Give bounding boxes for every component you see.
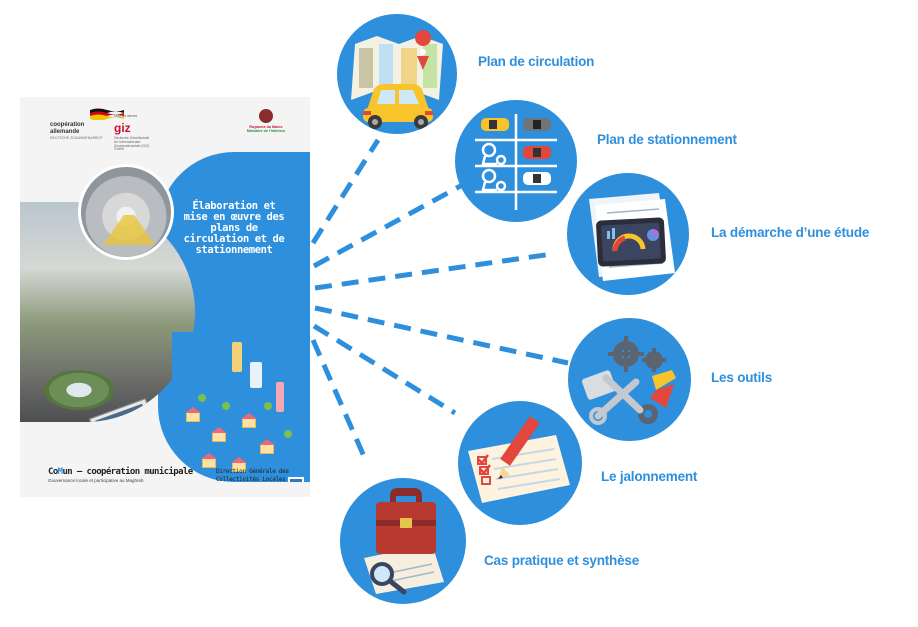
topic-label: La démarche d’une étude	[711, 225, 870, 240]
partner-line1: coopération	[50, 122, 85, 128]
city-illustration: P	[172, 332, 310, 482]
giz-logo: Mise en œuvre giz Deutsche Gesellschaft …	[114, 114, 152, 152]
topic-label: Cas pratique et synthèse	[484, 553, 640, 568]
directorate-name: Direction Générale des Collectivités Loc…	[216, 468, 289, 483]
parking-garage-photo	[78, 164, 174, 260]
cooperation-allemande-logo: coopération allemande DEUTSCHE ZUSAMMENA…	[50, 108, 124, 142]
tools-gears-icon	[568, 318, 691, 441]
partner-tagline: DEUTSCHE ZUSAMMENARBEIT	[50, 136, 103, 141]
ministry-line2: Ministère de l'Intérieur	[246, 129, 286, 133]
topic-label: Plan de circulation	[478, 54, 595, 69]
partner-line2: allemande	[50, 128, 80, 135]
german-flag-icon	[90, 108, 124, 120]
topic-label: Plan de stationnement	[597, 132, 737, 147]
cover-title: Élaboration et mise en œuvre des plans d…	[183, 200, 285, 256]
program-highlight: M	[57, 467, 63, 477]
topic-label: Le jalonnement	[601, 469, 698, 484]
program-subtitle: Gouvernance locale et participative au M…	[48, 478, 144, 483]
map-car-icon	[337, 14, 457, 134]
program-prefix: Co	[48, 467, 58, 477]
moroccan-crest-icon	[259, 109, 273, 123]
checklist-pencil-icon	[458, 401, 582, 525]
program-name: un – coopération municipale	[62, 467, 193, 477]
giz-prefix: Mise en œuvre	[114, 114, 138, 118]
topic-label: Les outils	[711, 370, 773, 385]
parking-lot-icon	[455, 100, 577, 222]
briefcase-magnifier-icon	[340, 478, 466, 604]
brochure-cover: coopération allemande DEUTSCHE ZUSAMMENA…	[20, 97, 310, 497]
parking-sign-icon: P	[288, 477, 304, 482]
ministry-logo: Royaume du Maroc Ministère de l'Intérieu…	[246, 109, 286, 133]
ministry-line1: Royaume du Maroc	[249, 125, 283, 129]
program-block: CoMun – coopération municipale Gouvernan…	[48, 467, 193, 483]
tablet-report-icon	[567, 173, 689, 295]
roundabout-image	[44, 370, 114, 410]
giz-caption: Deutsche Gesellschaft für Internationale…	[114, 135, 150, 152]
giz-wordmark: giz	[114, 120, 131, 135]
